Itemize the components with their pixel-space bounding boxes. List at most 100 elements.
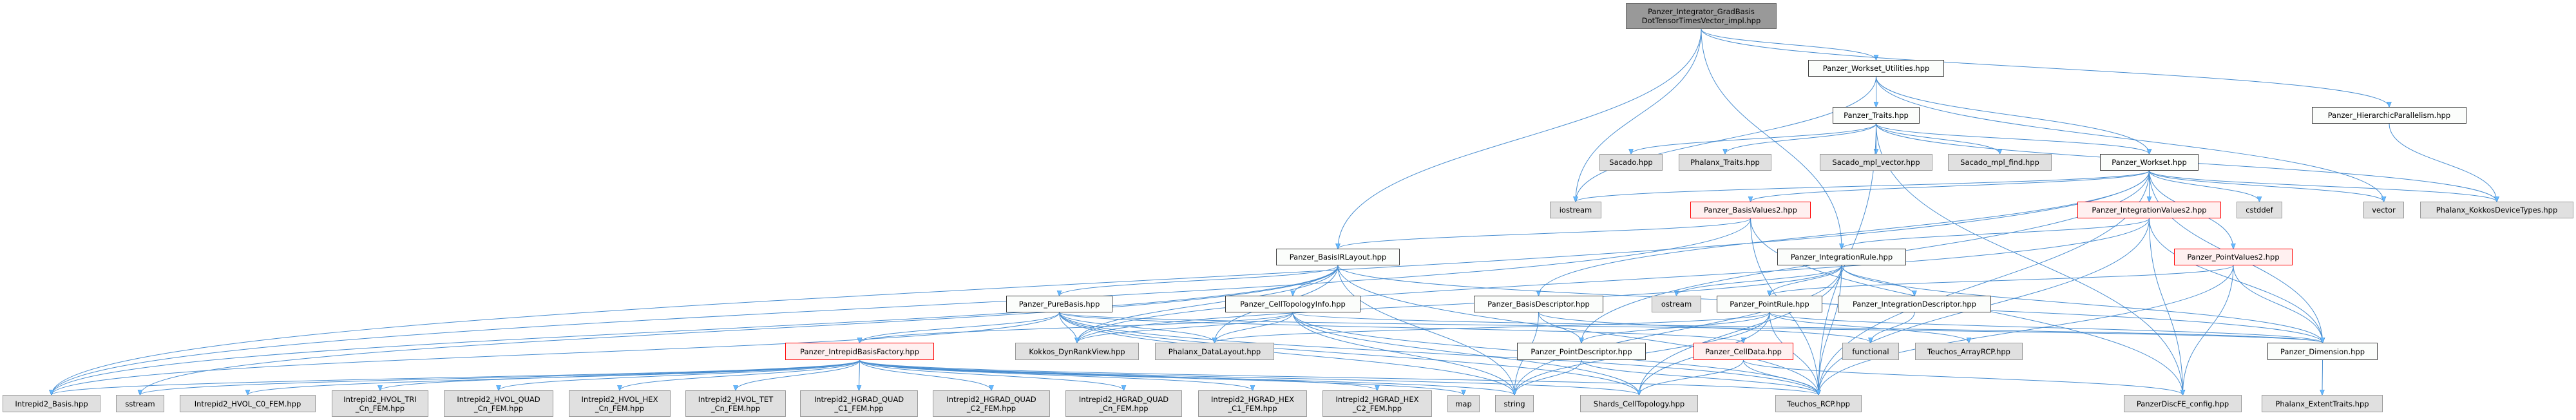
edge-point_rule-to-point_descriptor bbox=[1581, 312, 1770, 343]
edge-workset-to-basis_descriptor bbox=[1539, 170, 2150, 296]
edge-integration_rule-to-kokkos_dynrankview bbox=[1077, 265, 1842, 343]
node-teuchos-rcp: Teuchos_RCP.hpp bbox=[1775, 395, 1862, 412]
edge-integration_rule-to-shards bbox=[1639, 265, 1842, 395]
edge-cell_topology_info-to-string bbox=[1292, 312, 1514, 395]
edge-intrepid_basis_factory-to-sstream bbox=[140, 359, 860, 395]
node-dimension[interactable]: Panzer_Dimension.hpp bbox=[2267, 343, 2378, 360]
edge-intrepid_basis_factory-to-hvol_quad bbox=[499, 359, 860, 390]
node-sacado: Sacado.hpp bbox=[1599, 154, 1663, 171]
node-hgrad-hex-c2: Intrepid2_HGRAD_HEX _C2_FEM.hpp bbox=[1322, 390, 1432, 417]
node-point-descriptor[interactable]: Panzer_PointDescriptor.hpp bbox=[1517, 343, 1646, 360]
edge-intrepid_basis_factory-to-hgrad_hex_c1 bbox=[859, 359, 1253, 390]
node-hgrad-quad-cn: Intrepid2_HGRAD_QUAD _Cn_FEM.hpp bbox=[1065, 390, 1182, 417]
node-workset-utilities[interactable]: Panzer_Workset_Utilities.hpp bbox=[1808, 60, 1944, 77]
edge-integration_rule-to-teuchos_rcp bbox=[1818, 265, 1842, 395]
edge-pure_basis-to-intrepid2_basis bbox=[52, 312, 1060, 395]
node-hvol-tri: Intrepid2_HVOL_TRI _Cn_FEM.hpp bbox=[332, 390, 428, 417]
node-integration-descriptor[interactable]: Panzer_IntegrationDescriptor.hpp bbox=[1838, 296, 1991, 312]
edge-intrepid_basis_factory-to-hvol_tri bbox=[380, 359, 860, 390]
node-basis-ir-layout[interactable]: Panzer_BasisIRLayout.hpp bbox=[1276, 249, 1400, 265]
edge-point_values2-to-teuchos_rcp bbox=[1818, 265, 2234, 395]
edge-intrepid_basis_factory-to-hgrad_quad_c1 bbox=[859, 359, 860, 390]
edge-intrepid_basis_factory-to-hvol_hex bbox=[620, 359, 860, 390]
node-hvol-hex: Intrepid2_HVOL_HEX _Cn_FEM.hpp bbox=[569, 390, 671, 417]
edge-pure_basis-to-dimension bbox=[1059, 312, 2323, 343]
node-basis-values2[interactable]: Panzer_BasisValues2.hpp bbox=[1690, 202, 1811, 218]
edge-point_rule-to-dimension bbox=[1769, 312, 2323, 343]
node-shards: Shards_CellTopology.hpp bbox=[1580, 395, 1698, 412]
edge-traits-to-sacado bbox=[1631, 123, 1876, 154]
edge-traits-to-panzer_discfe_config bbox=[1876, 123, 2183, 395]
node-panzer-discfe-config: PanzerDiscFE_config.hpp bbox=[2124, 395, 2242, 412]
node-traits[interactable]: Panzer_Traits.hpp bbox=[1833, 107, 1920, 124]
edge-basis_ir_layout-to-string bbox=[1337, 265, 1514, 395]
node-hgrad-hex-c1: Intrepid2_HGRAD_HEX _C1_FEM.hpp bbox=[1198, 390, 1307, 417]
edge-basis_ir_layout-to-pure_basis bbox=[1060, 265, 1339, 296]
node-root[interactable]: Panzer_Integrator_GradBasis DotTensorTim… bbox=[1626, 3, 1777, 29]
node-phalanx-traits: Phalanx_Traits.hpp bbox=[1679, 154, 1771, 171]
edge-intrepid_basis_factory-to-hgrad_quad_cn bbox=[859, 359, 1124, 390]
edge-integration_values2-to-panzer_discfe_config bbox=[2149, 218, 2183, 395]
node-cell-topology-info[interactable]: Panzer_CellTopologyInfo.hpp bbox=[1225, 296, 1360, 312]
edge-dimension-to-extent_traits bbox=[2322, 359, 2323, 395]
edge-workset_utilities-to-iostream bbox=[1576, 76, 1876, 202]
edge-cell_topology_info-to-kokkos_dynrankview bbox=[1077, 312, 1293, 343]
edge-workset-to-iostream bbox=[1576, 170, 2150, 202]
edge-point_values2-to-point_rule bbox=[1770, 265, 2234, 296]
edge-basis_descriptor-to-functional bbox=[1538, 312, 1871, 343]
edge-point_values2-to-dimension bbox=[2233, 265, 2323, 343]
node-integration-values2[interactable]: Panzer_IntegrationValues2.hpp bbox=[2077, 202, 2221, 218]
edge-intrepid_basis_factory-to-map bbox=[859, 359, 1464, 395]
edge-intrepid_basis_factory-to-teuchos_rcp bbox=[859, 359, 1819, 395]
edge-integration_rule-to-point_rule bbox=[1770, 265, 1842, 296]
node-hvol-tet: Intrepid2_HVOL_TET _Cn_FEM.hpp bbox=[685, 390, 786, 417]
edge-intrepid_basis_factory-to-intrepid2_basis bbox=[52, 359, 860, 395]
node-functional: functional bbox=[1842, 343, 1899, 360]
node-workset[interactable]: Panzer_Workset.hpp bbox=[2100, 154, 2199, 171]
edge-root-to-basis_ir_layout bbox=[1338, 28, 1702, 249]
edge-workset-to-intrepid2_basis bbox=[52, 170, 2150, 395]
edge-workset-to-kokkos_device_types bbox=[2149, 170, 2497, 202]
edge-basis_descriptor-to-point_descriptor bbox=[1538, 312, 1582, 343]
node-teuchos-arrayrcp: Teuchos_ArrayRCP.hpp bbox=[1915, 343, 2023, 360]
edge-intrepid_basis_factory-to-hgrad_hex_c2 bbox=[859, 359, 1378, 390]
edge-root-to-iostream bbox=[1576, 28, 1702, 202]
edge-integration_rule-to-dimension bbox=[1841, 265, 2323, 343]
node-phalanx-datalayout: Phalanx_DataLayout.hpp bbox=[1155, 343, 1274, 360]
node-cstddef: cstddef bbox=[2237, 202, 2282, 218]
node-iostream: iostream bbox=[1550, 202, 1601, 218]
edge-workset-to-basis_values2 bbox=[1751, 170, 2150, 202]
edge-workset_utilities-to-vector bbox=[1876, 76, 2384, 202]
node-intrepid2-basis: Intrepid2_Basis.hpp bbox=[3, 395, 100, 412]
node-string: string bbox=[1495, 395, 1534, 412]
edge-intrepid_basis_factory-to-hvol_tet bbox=[736, 359, 860, 390]
node-kokkos-device-types: Phalanx_KokkosDeviceTypes.hpp bbox=[2420, 202, 2573, 218]
node-point-rule[interactable]: Panzer_PointRule.hpp bbox=[1717, 296, 1822, 312]
node-sacado-mpl-find: Sacado_mpl_find.hpp bbox=[1948, 154, 2052, 171]
edge-cell_data-to-teuchos_rcp bbox=[1743, 359, 1819, 395]
edge-integration_rule-to-integration_descriptor bbox=[1841, 265, 1914, 296]
node-cell-data[interactable]: Panzer_CellData.hpp bbox=[1693, 343, 1793, 360]
node-point-values2[interactable]: Panzer_PointValues2.hpp bbox=[2174, 249, 2293, 265]
node-intrepid-basis-factory[interactable]: Panzer_IntrepidBasisFactory.hpp bbox=[785, 343, 934, 360]
node-ostream: ostream bbox=[1652, 296, 1701, 312]
edge-integration_descriptor-to-functional bbox=[1871, 312, 1915, 343]
edge-cell_topology_info-to-intrepid_basis_factory bbox=[860, 312, 1293, 343]
node-kokkos-dynrankview: Kokkos_DynRankView.hpp bbox=[1015, 343, 1139, 360]
edge-cell_topology_info-to-shards bbox=[1292, 312, 1639, 395]
node-pure-basis[interactable]: Panzer_PureBasis.hpp bbox=[1006, 296, 1112, 312]
node-hierarchic[interactable]: Panzer_HierarchicParallelism.hpp bbox=[2312, 107, 2466, 124]
node-basis-descriptor[interactable]: Panzer_BasisDescriptor.hpp bbox=[1474, 296, 1603, 312]
node-hvol-quad: Intrepid2_HVOL_QUAD _Cn_FEM.hpp bbox=[444, 390, 553, 417]
node-sstream: sstream bbox=[116, 395, 164, 412]
edge-hierarchic-to-kokkos_device_types bbox=[2389, 123, 2497, 202]
edge-intrepid_basis_factory-to-hgrad_quad_c2 bbox=[859, 359, 992, 390]
node-vector: vector bbox=[2363, 202, 2404, 218]
node-integration-rule[interactable]: Panzer_IntegrationRule.hpp bbox=[1777, 249, 1906, 265]
edge-basis_values2-to-basis_ir_layout bbox=[1338, 218, 1751, 249]
edge-pure_basis-to-string bbox=[1059, 312, 1515, 395]
edge-basis_ir_layout-to-teuchos_rcp bbox=[1337, 265, 1818, 395]
edge-point_rule-to-teuchos_arrayrcp bbox=[1769, 312, 1969, 343]
node-extent-traits: Phalanx_ExtentTraits.hpp bbox=[2262, 395, 2383, 412]
edge-integration_rule-to-ostream bbox=[1677, 265, 1842, 296]
